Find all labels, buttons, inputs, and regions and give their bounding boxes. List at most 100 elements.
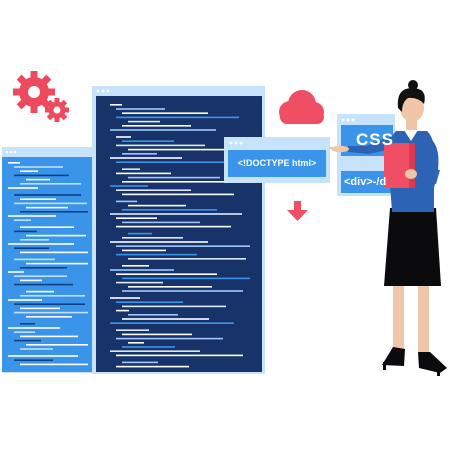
code-line [8,162,20,164]
code-line [122,290,243,292]
code-lines [8,162,88,366]
code-line [14,194,81,196]
code-line [116,108,165,110]
code-line [116,189,191,191]
doctype-snippet: <!DOCTYPE html> [237,158,317,168]
code-line [14,339,41,342]
code-line [116,273,217,275]
code-line [8,355,78,357]
code-window-front [92,86,265,374]
code-line [128,258,246,260]
code-line [20,170,38,172]
code-line [116,365,189,368]
code-line [116,309,129,312]
code-line [122,305,226,308]
code-line [122,318,209,320]
code-line [128,286,212,288]
code-line [116,329,149,331]
cloud-icon [279,90,324,124]
code-line [110,322,234,324]
code-line [20,239,49,241]
code-line [20,226,74,228]
code-line [116,161,225,163]
code-line [20,211,88,213]
code-line [128,176,220,179]
code-line [122,277,250,280]
code-line [128,342,144,344]
code-line [26,290,54,293]
code-line [8,243,74,245]
code-line [116,337,223,340]
code-line [20,251,88,254]
code-line [110,104,122,106]
code-line [116,245,250,247]
code-line [128,120,160,123]
code-line [110,213,242,215]
code-line [110,297,140,299]
code-line [122,140,174,142]
code-line [8,327,60,329]
code-line [20,295,85,297]
code-line [110,157,182,159]
code-line [122,153,157,155]
code-line [122,193,234,196]
code-line [116,144,205,147]
code-line [14,311,88,314]
code-line [122,209,217,211]
code-line [116,200,137,203]
code-line [128,314,178,316]
code-line [26,206,68,209]
code-line [14,283,73,286]
code-line [20,267,67,269]
code-line [26,178,50,181]
code-line [20,335,78,338]
code-line [116,301,183,303]
woman-figure [329,80,447,376]
doctype-card [224,137,330,183]
code-line [20,323,35,325]
code-line [110,129,216,131]
code-line [110,350,200,352]
code-line [122,237,183,239]
code-line [20,307,60,310]
code-line [14,219,31,221]
css-snippet: CSS [356,130,394,149]
code-line [14,230,37,233]
code-line [122,112,208,114]
code-line [122,265,149,267]
code-line [20,198,56,200]
code-line [116,217,157,219]
code-line [110,241,208,243]
code-window-back [2,147,97,373]
code-line [122,168,140,170]
code-line [128,232,152,235]
code-line [8,187,38,189]
code-line [26,234,86,237]
code-line [122,333,192,336]
code-line [14,331,35,333]
code-line [128,204,186,207]
code-line [20,348,53,350]
code-line [116,172,171,175]
code-line [14,359,53,361]
code-line [116,253,197,256]
download-arrow-icon [287,201,308,221]
code-line [26,262,88,265]
code-line [14,258,55,261]
code-line [14,202,87,205]
code-line [122,125,191,127]
code-line [14,174,69,177]
code-line [122,249,166,252]
code-line [26,344,88,346]
gear-icon [45,98,69,122]
code-line [116,281,163,284]
code-line [14,303,85,305]
code-line [116,225,231,228]
code-line [110,269,174,271]
code-line [128,148,250,151]
code-line [110,185,148,187]
code-line [122,346,175,348]
code-line [20,363,88,366]
